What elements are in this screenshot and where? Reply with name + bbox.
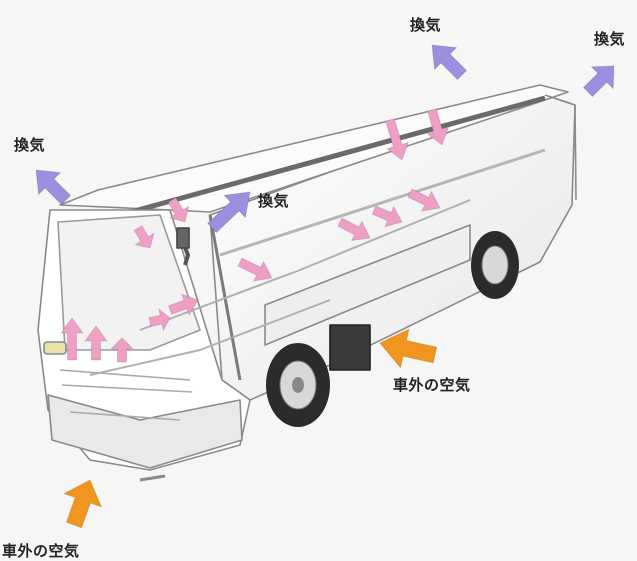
interior-airflow-arrow bbox=[237, 257, 273, 282]
roof-rail bbox=[219, 148, 546, 257]
hvac-unit bbox=[329, 324, 371, 371]
interior-airflow-arrow bbox=[60, 317, 84, 361]
exhaust-arrow bbox=[35, 169, 72, 206]
interior-airflow-arrow bbox=[337, 217, 371, 242]
fog-light bbox=[139, 474, 166, 482]
exhaust-arrows bbox=[35, 44, 615, 234]
label-exhaust-top: 換気 bbox=[410, 16, 442, 34]
interior-airflow-arrow bbox=[84, 325, 108, 361]
label-exhaust-mid: 換気 bbox=[258, 192, 290, 210]
bus-illustration bbox=[37, 84, 577, 482]
exhaust-arrow bbox=[582, 65, 615, 98]
interior-airflow-arrows bbox=[60, 108, 450, 363]
interior-airflow-arrow bbox=[133, 225, 155, 249]
label-intake-side: 車外の空気 bbox=[393, 376, 471, 394]
interior-duct bbox=[139, 199, 471, 331]
intake-arrows bbox=[62, 328, 438, 529]
rear-edge bbox=[544, 94, 577, 201]
headlight bbox=[43, 341, 67, 355]
intake-arrow bbox=[379, 328, 438, 369]
label-exhaust-front: 換気 bbox=[14, 136, 46, 154]
interior-airflow-arrow bbox=[371, 205, 403, 228]
intake-arrow bbox=[62, 479, 103, 529]
interior-duct bbox=[89, 299, 331, 376]
interior-airflow-arrow bbox=[385, 118, 409, 161]
interior-airflow-arrow bbox=[148, 307, 171, 333]
grille bbox=[59, 369, 193, 421]
interior-airflow-arrow bbox=[407, 188, 441, 212]
interior-airflow-arrow bbox=[426, 108, 450, 146]
interior-airflow-arrow bbox=[167, 197, 190, 223]
exhaust-arrow bbox=[431, 44, 468, 81]
label-exhaust-rear: 換気 bbox=[594, 30, 626, 48]
exhaust-arrow bbox=[206, 191, 251, 234]
roof-rail bbox=[119, 95, 546, 218]
interior-airflow-arrow bbox=[167, 293, 199, 317]
luggage-door bbox=[264, 224, 471, 346]
interior-airflow-arrow bbox=[109, 337, 135, 363]
rear-wheel bbox=[471, 231, 519, 299]
label-intake-front: 車外の空気 bbox=[2, 542, 80, 560]
mirror-head bbox=[176, 227, 190, 249]
front-wheel bbox=[266, 343, 330, 427]
